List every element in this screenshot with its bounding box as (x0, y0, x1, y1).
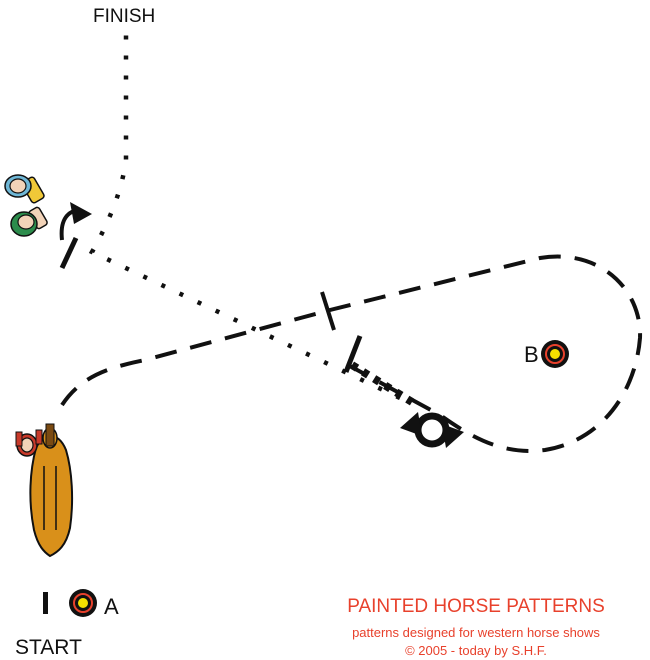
marker-a-label: A (104, 594, 119, 620)
horse-with-rider-icon (16, 424, 72, 556)
finish-label: FINISH (93, 6, 155, 28)
cone-marker-icon (541, 340, 569, 368)
start-bar (43, 592, 48, 614)
cone-marker-icon (69, 589, 97, 617)
walk-path (92, 30, 400, 398)
brand-subtitle: patterns designed for western horse show… (316, 625, 636, 640)
judge-icon (11, 206, 48, 236)
turn-bar (62, 238, 76, 268)
brand-copyright: © 2005 - today by S.H.F. (316, 643, 636, 658)
brand-title: PAINTED HORSE PATTERNS (316, 596, 636, 618)
judge-icon (5, 175, 45, 204)
spin-arrows-icon (400, 412, 464, 448)
start-label: START (15, 636, 82, 660)
marker-b-label: B (524, 342, 539, 368)
turn-arrow-icon (62, 202, 92, 240)
